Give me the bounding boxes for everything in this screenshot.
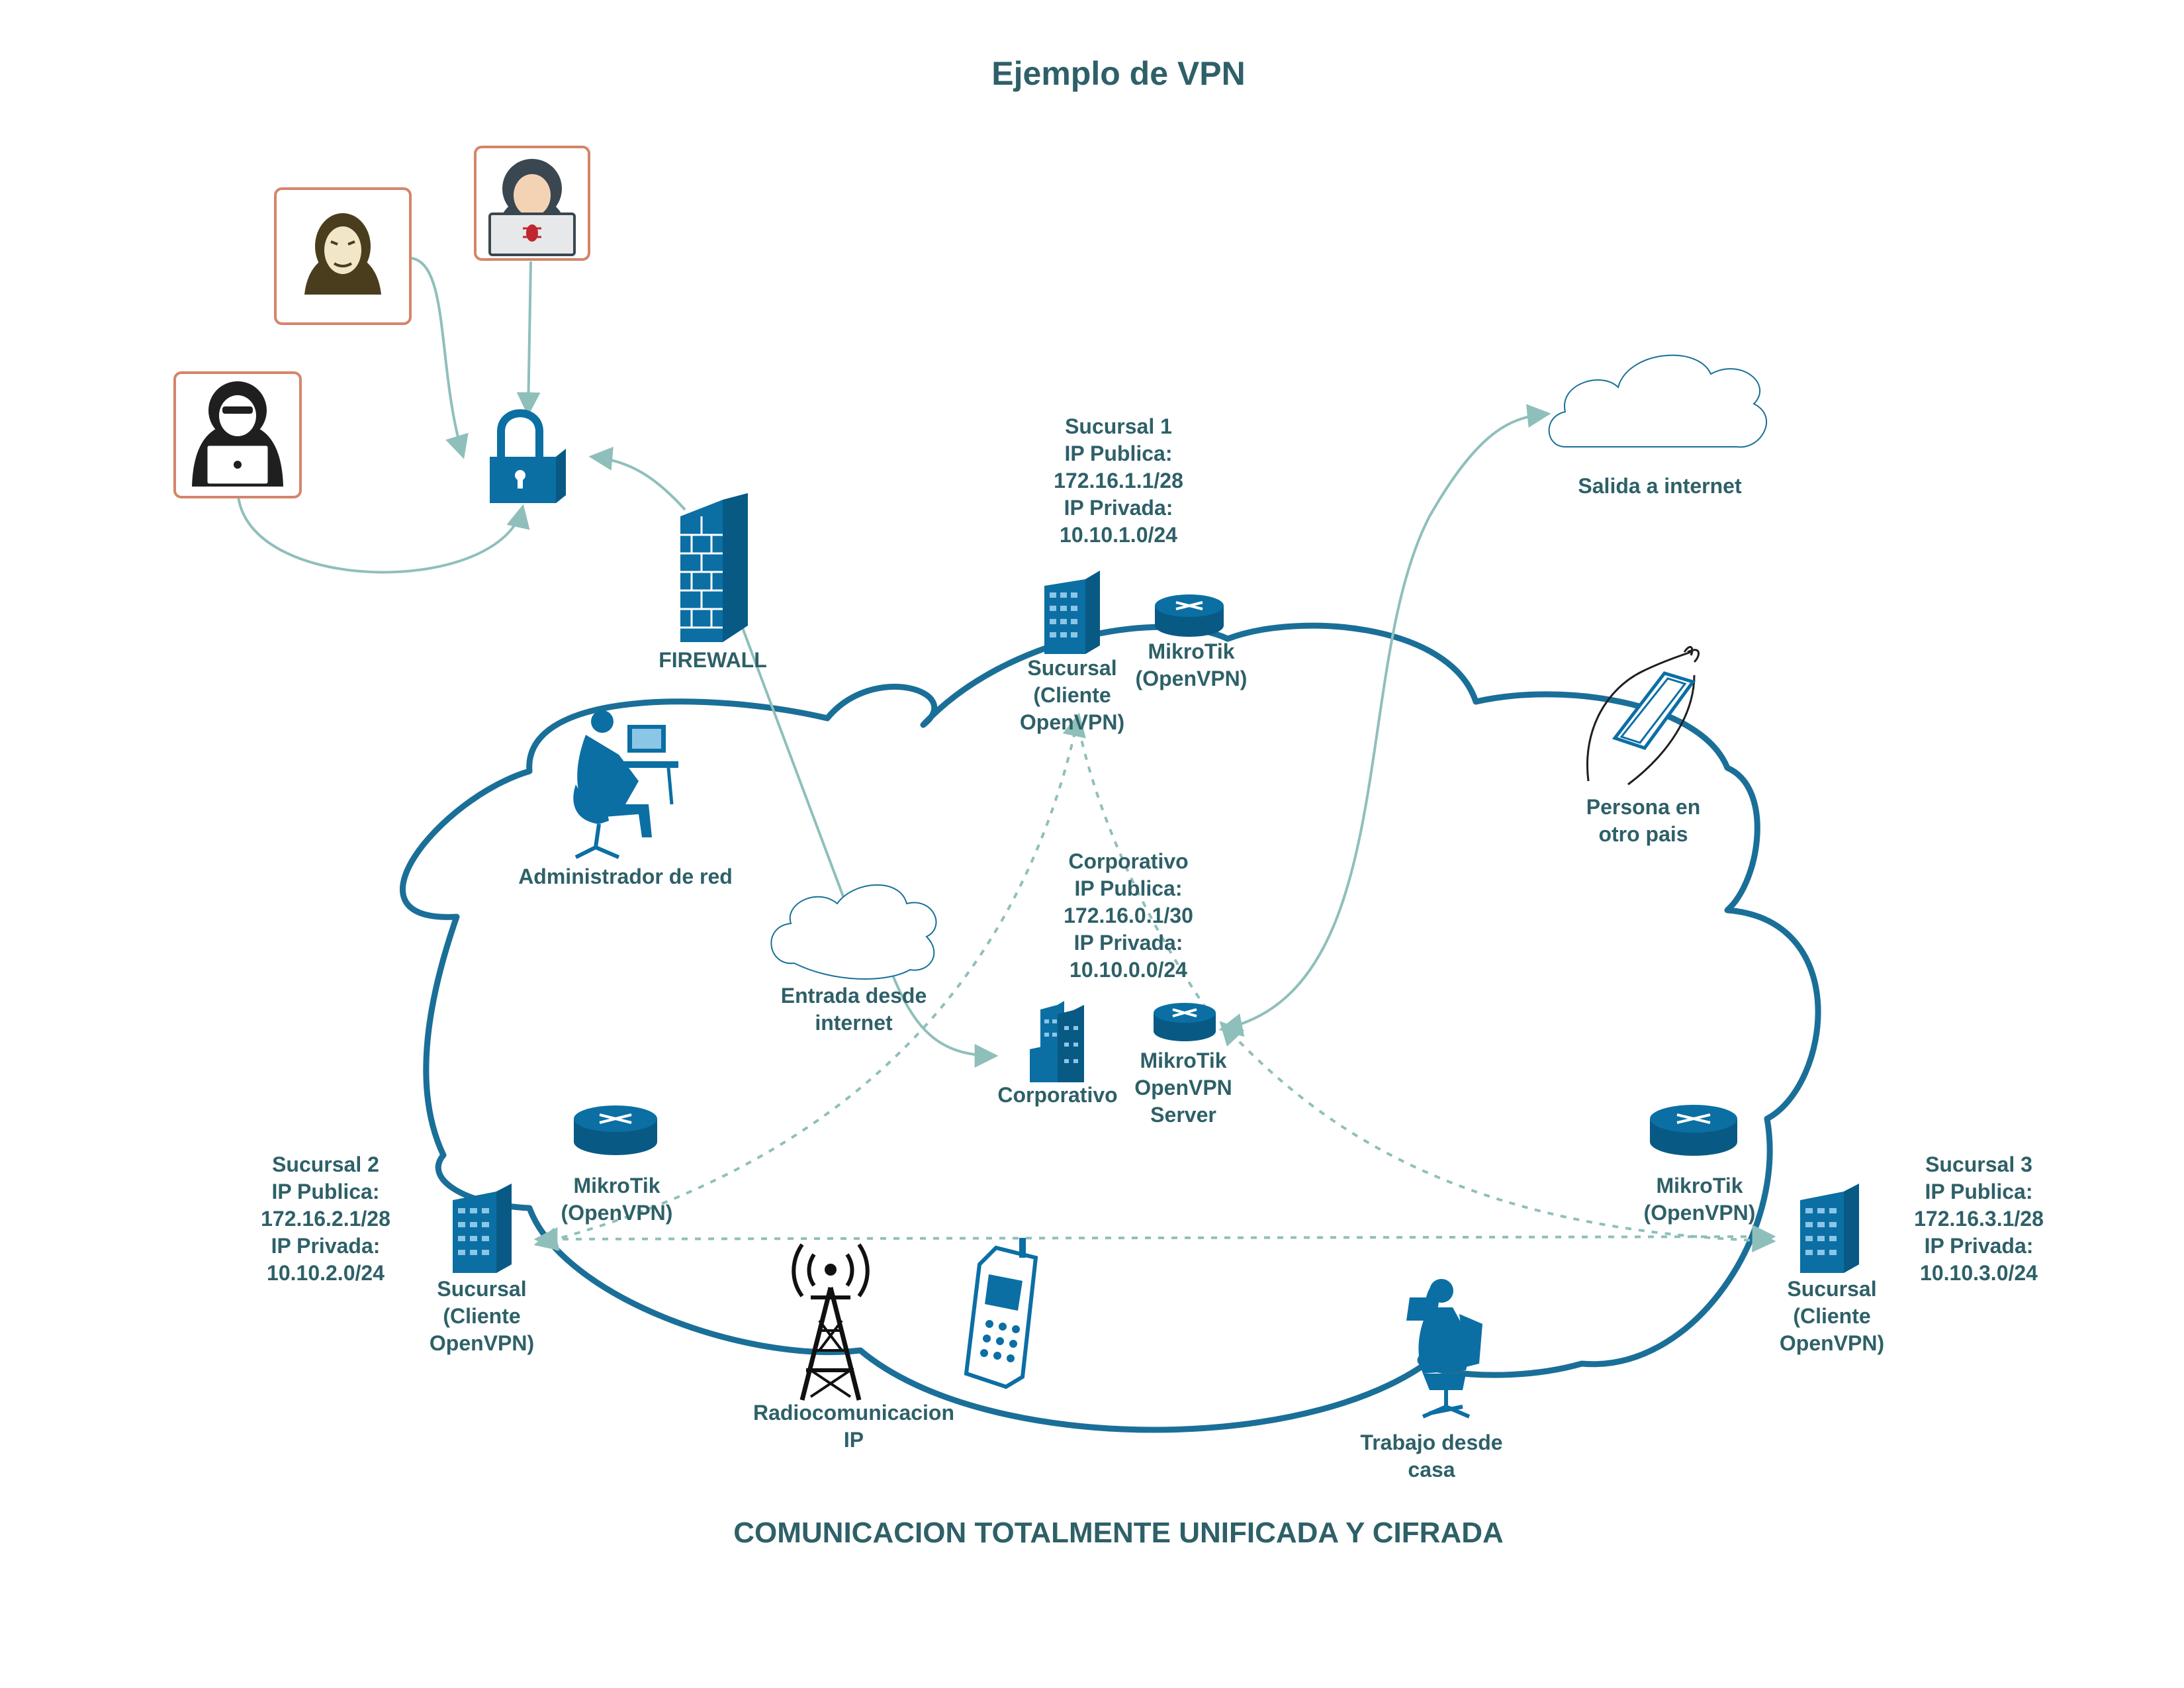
labels-layer: Sucursal 1 IP Publica: 172.16.1.1/28 IP Pri… <box>261 414 2044 1481</box>
label-line: (OpenVPN) <box>1644 1201 1756 1225</box>
radio-tower-icon <box>792 1243 870 1401</box>
label-line: MikroTik <box>1657 1174 1743 1197</box>
label-line: internet <box>815 1011 893 1035</box>
label-line: IP Publica: <box>1064 442 1172 465</box>
label-sucursal2: Sucursal 2 IP Publica: 172.16.2.1/28 IP Pri… <box>261 1152 390 1285</box>
label-line: Server <box>1150 1103 1216 1127</box>
network-cloud <box>400 622 1821 1433</box>
label-line: IP Publica: <box>1925 1180 2032 1203</box>
cloud-internet-out-icon <box>1548 354 1768 448</box>
label-line: 172.16.0.1/30 <box>1064 904 1193 927</box>
label-line: OpenVPN) <box>430 1331 534 1355</box>
label-line: 10.10.2.0/24 <box>267 1261 385 1285</box>
label-line: (OpenVPN) <box>1136 667 1248 690</box>
label-router2: MikroTik (OpenVPN) <box>561 1174 673 1225</box>
label-router3: MikroTik (OpenVPN) <box>1644 1174 1756 1225</box>
label-line: OpenVPN <box>1134 1076 1232 1100</box>
label-line: IP Publica: <box>1074 876 1182 900</box>
label-line: MikroTik <box>1140 1049 1227 1072</box>
label-line: MikroTik <box>1148 639 1235 663</box>
label-internet-out: Salida a internet <box>1578 474 1742 498</box>
label-line: IP Privada: <box>1064 496 1173 520</box>
label-line: 10.10.3.0/24 <box>1920 1261 2038 1285</box>
label-line: (OpenVPN) <box>561 1201 673 1225</box>
label-corporativo-info: Corporativo IP Publica: 172.16.0.1/30 IP Pr… <box>1064 849 1193 982</box>
firewall-icon <box>680 493 748 642</box>
label-line: otro pais <box>1598 822 1688 846</box>
label-persona: Persona en otro pais <box>1586 795 1701 846</box>
label-homework: Trabajo desde casa <box>1360 1430 1502 1481</box>
label-line: Radiocomunicacion <box>753 1401 954 1425</box>
hacker-masked-laptop-icon <box>173 371 302 498</box>
label-line: Sucursal 2 <box>272 1152 379 1176</box>
label-internet-in: Entrada desde internet <box>781 984 927 1035</box>
label-line: Corporativo <box>997 1083 1117 1107</box>
diagram-title: Ejemplo de VPN <box>991 55 1245 92</box>
label-line: 172.16.3.1/28 <box>1914 1207 2044 1231</box>
label-corporativo-bldg: Corporativo <box>997 1083 1117 1107</box>
label-line: Sucursal <box>1787 1277 1876 1301</box>
remote-worker-icon <box>1406 1279 1482 1419</box>
label-line: Sucursal <box>437 1277 526 1301</box>
label-line: OpenVPN) <box>1780 1331 1884 1355</box>
label-line: Corporativo <box>1068 849 1188 873</box>
cloud-internet-in-icon <box>770 884 937 980</box>
label-line: (Cliente <box>1793 1304 1870 1328</box>
office-building-sucursal3-icon <box>1800 1184 1859 1273</box>
vpn-tunnels <box>533 712 1776 1252</box>
label-firewall: FIREWALL <box>659 648 767 672</box>
radio-handset-icon <box>964 1238 1038 1389</box>
admin-workstation-icon <box>573 710 678 859</box>
router-sucursal3-icon <box>1650 1105 1737 1156</box>
label-line: IP <box>844 1428 864 1452</box>
label-line: IP Privada: <box>1925 1234 2034 1258</box>
label-line: 172.16.2.1/28 <box>261 1207 390 1231</box>
label-line: FIREWALL <box>659 648 767 672</box>
label-line: (Cliente <box>1033 683 1111 707</box>
label-line: Administrador de red <box>518 865 733 888</box>
label-line: Salida a internet <box>1578 474 1742 498</box>
router-sucursal2-icon <box>574 1105 657 1155</box>
label-line: 10.10.0.0/24 <box>1069 958 1187 982</box>
label-admin: Administrador de red <box>518 865 733 888</box>
label-line: Trabajo desde <box>1360 1430 1502 1454</box>
label-line: IP Publica: <box>271 1180 379 1203</box>
hacker-anonymous-icon <box>274 187 412 325</box>
hacker-bug-laptop-icon <box>474 146 590 261</box>
label-line: IP Privada: <box>1074 931 1183 955</box>
label-line: Sucursal 3 <box>1925 1152 2032 1176</box>
label-line: 172.16.1.1/28 <box>1054 469 1183 492</box>
office-building-sucursal1-icon <box>1044 571 1100 654</box>
label-line: Sucursal <box>1027 656 1116 680</box>
label-line: IP Privada: <box>271 1234 381 1258</box>
router-sucursal1-icon <box>1155 594 1224 637</box>
padlock-icon <box>490 409 566 503</box>
label-line: casa <box>1408 1458 1455 1481</box>
label-router1: MikroTik (OpenVPN) <box>1136 639 1248 690</box>
label-line: Sucursal 1 <box>1065 414 1172 438</box>
label-sucursal1: Sucursal 1 IP Publica: 172.16.1.1/28 IP Pri… <box>1054 414 1183 547</box>
corporate-buildings-icon <box>1030 1001 1084 1082</box>
label-line: Entrada desde <box>781 984 927 1008</box>
footer-caption: COMUNICACION TOTALMENTE UNIFICADA Y CIFR… <box>733 1517 1504 1549</box>
label-sucursal3: Sucursal 3 IP Publica: 172.16.3.1/28 IP Pri… <box>1914 1152 2044 1285</box>
label-line: Persona en <box>1586 795 1701 819</box>
router-server-icon <box>1154 1003 1216 1041</box>
label-line: (Cliente <box>443 1304 520 1328</box>
label-line: 10.10.1.0/24 <box>1060 523 1177 547</box>
label-line: OpenVPN) <box>1020 710 1124 734</box>
handheld-device-icon <box>1586 645 1700 786</box>
label-line: MikroTik <box>574 1174 660 1197</box>
office-building-sucursal2-icon <box>453 1184 512 1273</box>
